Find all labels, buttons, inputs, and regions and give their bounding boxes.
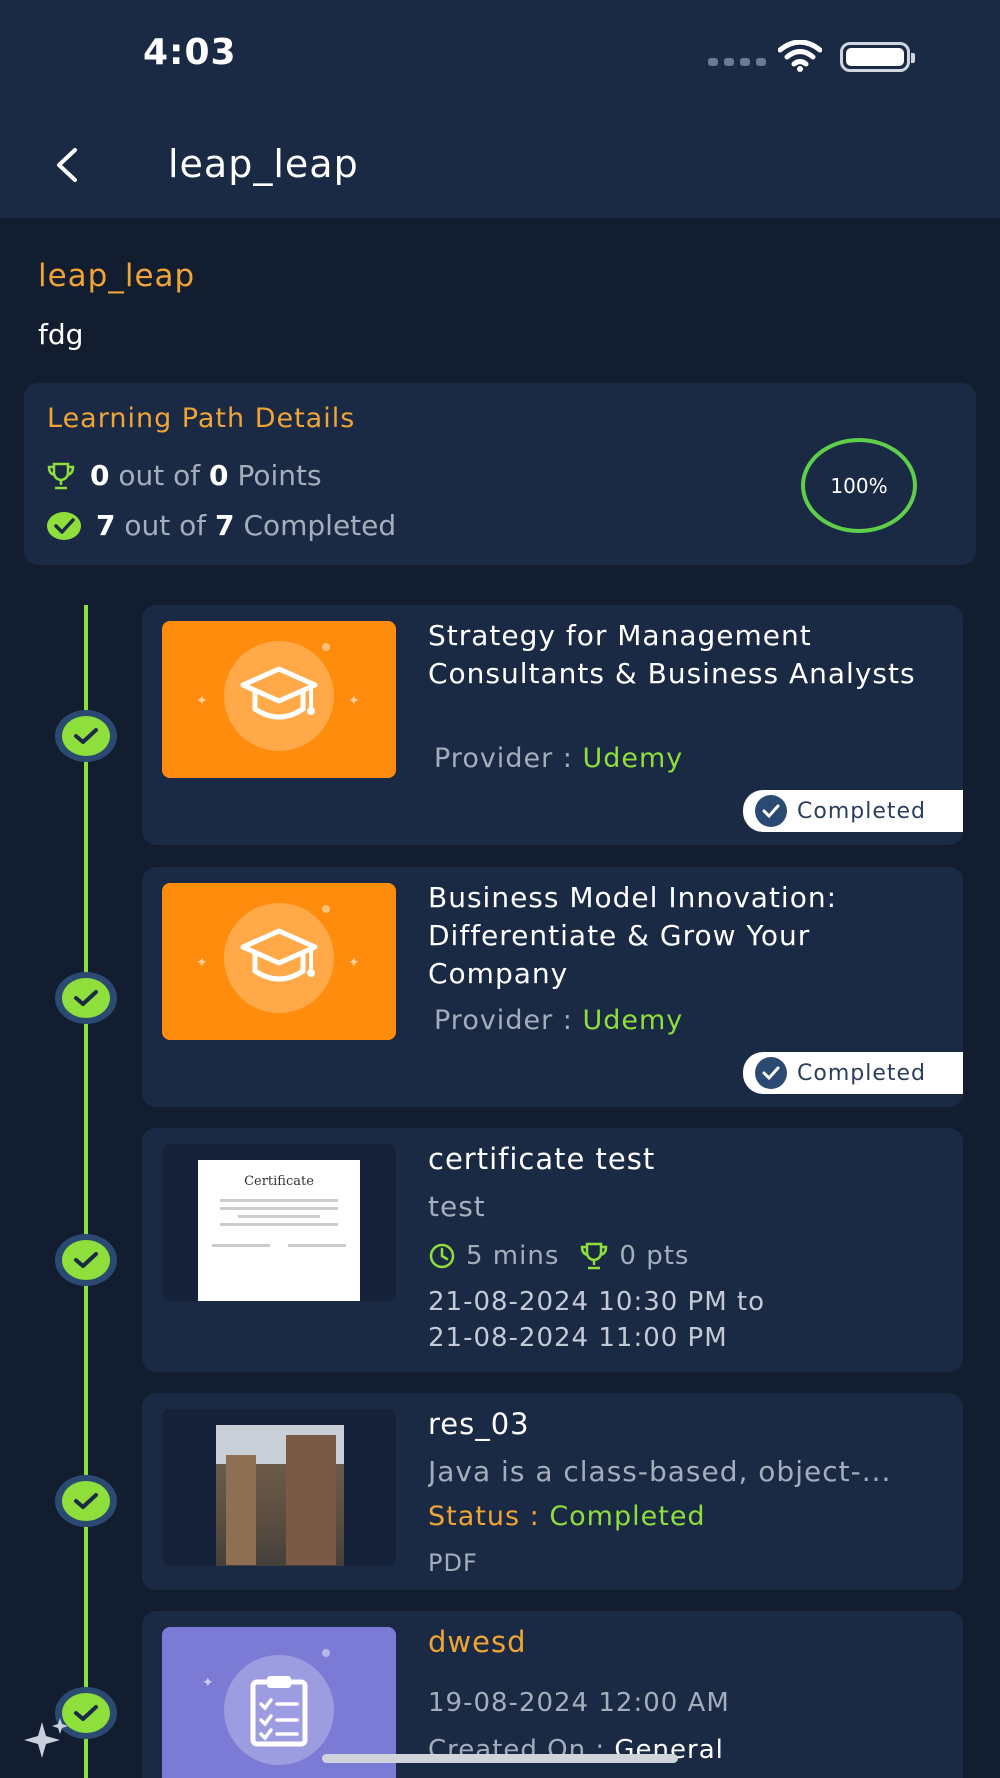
street-photo [216,1425,344,1566]
survey-title: dwesd [428,1625,527,1659]
completed-total: 7 [215,509,235,542]
timeline-check-icon [55,1475,117,1527]
progress-label: 100% [830,473,888,498]
resource-type: PDF [428,1549,478,1577]
learning-path-details-card: Learning Path Details 0 out of 0 Points … [24,383,976,565]
assessment-duration: 5 mins [466,1241,560,1271]
status-bar: 4:03 [0,0,1000,110]
timeline-check-icon [55,1687,117,1739]
battery-icon [840,42,915,72]
course-card[interactable]: ✦ ✦ Strategy for Management Consultants … [142,605,963,845]
resource-status: Status : Completed [428,1501,706,1532]
resource-description: Java is a class-based, object-... [428,1455,892,1488]
course-provider: Provider : Udemy [434,1005,684,1036]
resource-card[interactable]: res_03 Java is a class-based, object-...… [142,1393,963,1590]
back-button[interactable] [42,140,92,190]
progress-ring: 100% [801,438,917,533]
survey-date: 19-08-2024 12:00 AM [428,1688,730,1718]
course-thumbnail: ✦ ✦ [162,883,396,1040]
assessment-points: 0 pts [619,1241,690,1271]
resource-title: res_03 [428,1407,530,1441]
survey-card[interactable]: ✦ dwesd 19-08-2024 12:00 AM Created On :… [142,1611,963,1778]
survey-thumbnail: ✦ [162,1627,396,1778]
signal-icon [708,58,766,66]
clipboard-icon [250,1676,308,1747]
details-title: Learning Path Details [47,403,356,434]
course-provider: Provider : Udemy [434,743,684,774]
trophy-icon [47,462,75,489]
app-bar: leap_leap [0,110,1000,218]
graduation-cap-icon [240,666,318,720]
learning-path-description: fdg [38,318,84,351]
chevron-left-icon [57,148,77,182]
course-title: Business Model Innovation: Differentiate… [428,881,838,990]
points-row: 0 out of 0 Points [46,459,322,492]
sparkle-icon[interactable] [22,1716,72,1762]
check-icon [755,1057,787,1089]
graduation-cap-icon [240,928,318,982]
timeline-check-icon [55,1234,117,1286]
course-card[interactable]: ✦ ✦ Business Model Innovation: Different… [142,867,963,1107]
check-icon [755,795,787,827]
home-indicator[interactable] [322,1754,678,1763]
certificate-thumbnail: Certificate [162,1144,396,1301]
points-earned: 0 [90,459,110,492]
points-total: 0 [209,459,229,492]
timeline-line [84,605,88,1778]
wifi-icon [778,40,822,72]
course-thumbnail: ✦ ✦ [162,621,396,778]
timeline-check-icon [55,710,117,762]
trophy-icon [581,1242,608,1270]
clock-icon [429,1243,455,1269]
assessment-dates: 21-08-2024 10:30 PM to 21-08-2024 11:00 … [428,1287,766,1353]
status-time: 4:03 [143,32,237,73]
assessment-card[interactable]: Certificate certificate test test 5 mins… [142,1128,963,1372]
status-badge: Completed [743,790,963,832]
course-title: Strategy for Management Consultants & Bu… [428,619,916,690]
timeline-check-icon [55,972,117,1024]
status-badge: Completed [743,1052,963,1094]
assessment-title: certificate test [428,1142,656,1176]
assessment-meta: 5 mins 0 pts [428,1241,689,1271]
check-circle-icon [47,511,81,540]
learning-path-name: leap_leap [38,258,196,294]
completed-row: 7 out of 7 Completed [46,509,396,542]
assessment-subtitle: test [428,1190,486,1223]
certificate-image: Certificate [198,1160,360,1301]
resource-thumbnail [162,1409,396,1566]
page-title: leap_leap [168,142,359,186]
completed-count: 7 [96,509,116,542]
